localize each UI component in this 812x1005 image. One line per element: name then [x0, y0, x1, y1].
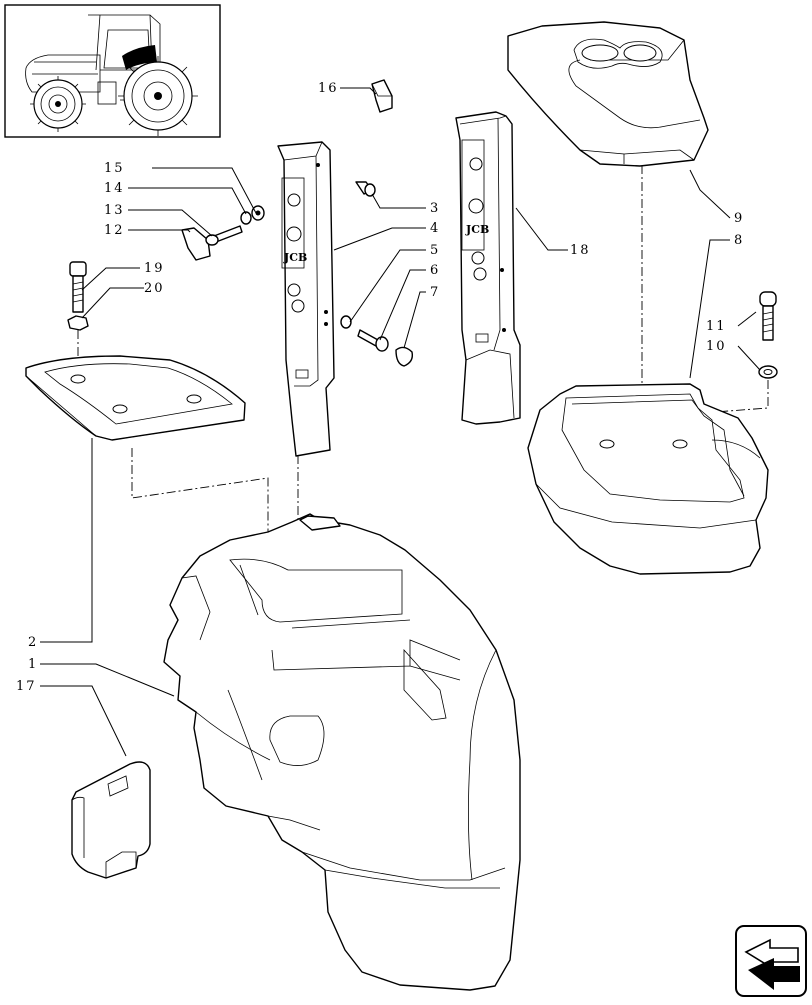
callout-15: 15	[104, 161, 125, 176]
tractor-thumbnail	[4, 4, 221, 138]
part-3-screw	[355, 181, 376, 197]
part-16-clip	[371, 79, 393, 113]
parts-19-20-bolt-nut	[67, 261, 89, 331]
callout-3: 3	[430, 201, 440, 216]
parts-5-7-hardware	[340, 315, 414, 367]
part-8-lower-bin	[527, 383, 769, 575]
part-9-top-tray	[507, 21, 709, 167]
callout-10: 10	[706, 339, 727, 354]
callout-11: 11	[706, 319, 727, 334]
callout-8: 8	[734, 233, 744, 248]
parts-10-11-bolt-nut	[758, 291, 778, 379]
callout-4: 4	[430, 221, 440, 236]
callout-14: 14	[104, 181, 125, 196]
next-page-arrow-icon[interactable]	[735, 925, 807, 997]
part-1-console-shell	[163, 513, 521, 991]
callout-17: 17	[16, 679, 37, 694]
callout-12: 12	[104, 223, 125, 238]
part-4-left-post: JCB	[277, 141, 335, 457]
callout-18: 18	[570, 243, 591, 258]
part-18-right-post: JCB	[455, 111, 521, 425]
callout-13: 13	[104, 203, 125, 218]
callout-5: 5	[430, 243, 440, 258]
callout-2: 2	[28, 635, 38, 650]
callout-1: 1	[28, 657, 38, 672]
callout-16: 16	[318, 81, 339, 96]
post-badge-right: JCB	[465, 223, 489, 236]
part-17-access-panel	[71, 761, 151, 879]
callout-9: 9	[734, 211, 744, 226]
part-2-cover-plate	[25, 355, 246, 441]
callout-19: 19	[144, 261, 165, 276]
parts-12-15-hardware	[181, 205, 265, 261]
callout-labels: 16 15 14 13 12 19 20 3 4 5 6 7 18 9 8 11…	[16, 81, 744, 694]
leader-lines	[40, 87, 761, 757]
callout-20: 20	[144, 281, 165, 296]
callout-7: 7	[430, 285, 440, 300]
callout-6: 6	[430, 263, 440, 278]
post-badge-left: JCB	[283, 251, 307, 264]
